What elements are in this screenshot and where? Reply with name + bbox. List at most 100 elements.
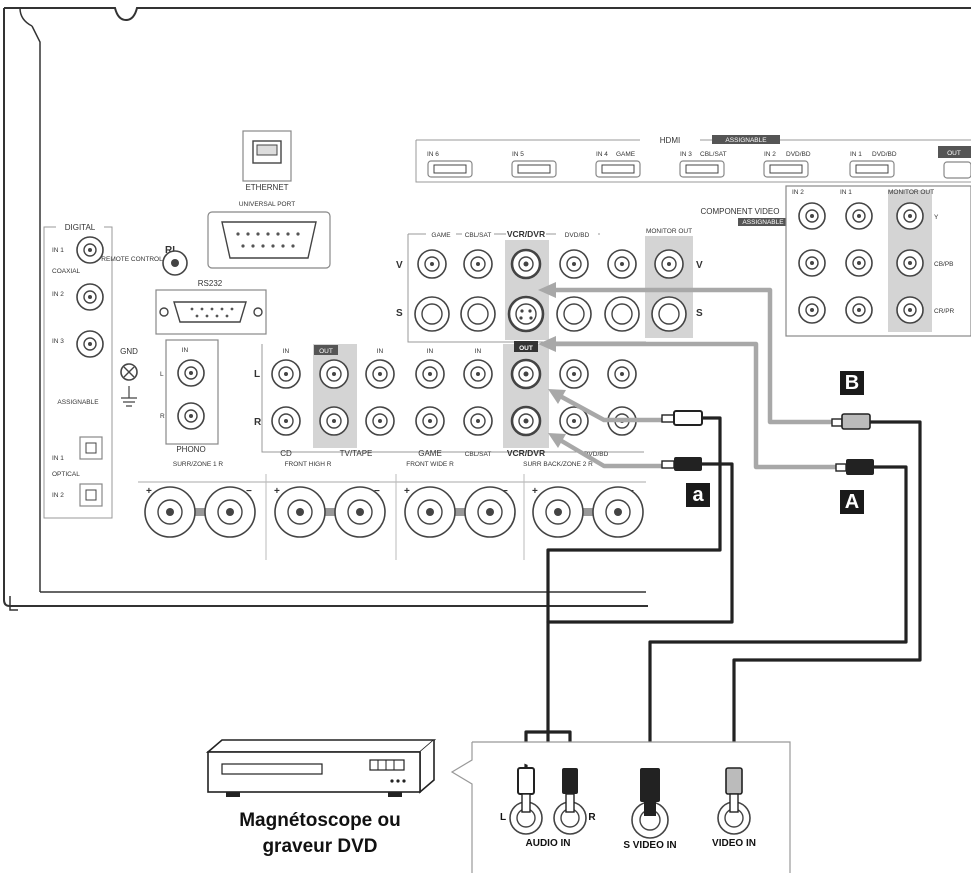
video-group-vcrdvr: VCR/DVR [507, 229, 545, 239]
vcr-out-tag: OUT [519, 345, 533, 352]
arrow-a-audio-l [558, 394, 662, 423]
component-video-section: COMPONENT VIDEO ASSIGNABLE IN 2 IN 1 MON… [701, 185, 971, 337]
composite-video-jacks [417, 248, 684, 280]
ethernet-port: ETHERNET [242, 130, 292, 192]
device-caption-line1: Magnétoscope ou [239, 810, 401, 831]
digital-in2-label: IN 2 [52, 291, 64, 298]
component-video-label: COMPONENT VIDEO [701, 207, 780, 216]
optical-in2-label: IN 2 [52, 492, 64, 499]
audio-group-game: GAME [418, 449, 442, 458]
audio-group-tvtape: TV/TAPE [340, 449, 373, 458]
vcr-device-icon [205, 739, 437, 797]
digital-label: DIGITAL [65, 223, 96, 232]
component-cr-label: CR/PR [934, 308, 955, 315]
phono-in-tag: IN [182, 347, 189, 354]
audio-in-label: AUDIO IN [525, 838, 571, 849]
universal-port: UNIVERSAL PORT [207, 201, 331, 269]
cable-plugs-receiver [661, 410, 874, 475]
audio-group-cblsat: CBL/SAT [465, 451, 492, 458]
audio-cable-l [546, 416, 722, 760]
speaker-label-surr-back: SURR BACK/ZONE 2 R [523, 461, 593, 468]
audio-inputs-section: OUT OUT IN IN IN IN L R CD TV/TAP [254, 341, 644, 458]
video-group-dvdbd: DVD/BD [565, 232, 590, 239]
ethernet-label: ETHERNET [245, 183, 288, 192]
component-in1-label: IN 1 [840, 189, 852, 196]
ri-port: RI REMOTE CONTROL [101, 245, 188, 276]
speaker-label-front-high: FRONT HIGH R [285, 461, 332, 468]
callout-a-small: a [686, 483, 710, 507]
hdmi-out-label: OUT [947, 150, 961, 157]
row-r-label: R [254, 417, 262, 428]
hdmi-in2-label: IN 2 [764, 151, 776, 158]
component-cb-label: CB/PB [934, 261, 954, 268]
hdmi-in6-label: IN 6 [427, 151, 439, 158]
remote-control-label: REMOTE CONTROL [101, 256, 163, 263]
hdmi-section: HDMI ASSIGNABLE IN 6 IN 5 IN 4 GAME IN 3… [415, 135, 971, 183]
hdmi-in4-sub: GAME [616, 151, 636, 158]
hdmi-in3-sub: CBL/SAT [700, 151, 727, 158]
svg-text:+: + [274, 486, 280, 497]
hdmi-in4-label: IN 4 [596, 151, 608, 158]
hdmi-in3-label: IN 3 [680, 151, 692, 158]
component-in2-label: IN 2 [792, 189, 804, 196]
component-y-label: Y [934, 214, 939, 221]
svg-text:+: + [404, 486, 410, 497]
video-cable [732, 420, 922, 774]
svg-text:+: + [532, 486, 538, 497]
rs232-port: RS232 [155, 279, 267, 335]
audio-l-label: L [499, 812, 507, 823]
hdmi-in1-label: IN 1 [850, 151, 862, 158]
s-video-jacks [414, 295, 687, 333]
component-assignable-label: ASSIGNABLE [742, 219, 784, 226]
rs232-label: RS232 [198, 279, 223, 288]
digital-in1-label: IN 1 [52, 247, 64, 254]
audio-cable-r [546, 462, 734, 624]
speaker-terminals: SURR/ZONE 1 R FRONT HIGH R FRONT WIDE R … [138, 461, 646, 560]
tvtape-in-tag: IN [377, 348, 384, 355]
audio-group-cd: CD [280, 449, 292, 458]
cd-in-tag: IN [283, 348, 290, 355]
hdmi-in5-label: IN 5 [512, 151, 524, 158]
speaker-label-surr-zone1: SURR/ZONE 1 R [173, 461, 224, 468]
game-in-tag: IN [427, 348, 434, 355]
digital-in3-label: IN 3 [52, 338, 64, 345]
component-jacks [798, 202, 924, 324]
audio-jacks [271, 358, 637, 437]
row-s-label: S [396, 308, 403, 319]
speaker-posts [144, 486, 644, 538]
callout-a-large: A [840, 490, 864, 514]
optical-label: OPTICAL [52, 471, 80, 478]
phono-inputs: IN L R PHONO [160, 339, 219, 454]
phono-label: PHONO [176, 445, 205, 454]
phono-l-label: L [160, 371, 164, 378]
video-in-label: VIDEO IN [712, 838, 756, 849]
callout-b: B [840, 371, 864, 395]
svg-text:−: − [246, 486, 252, 497]
speaker-label-front-wide: FRONT WIDE R [406, 461, 454, 468]
arrow-a-video [552, 341, 836, 470]
hdmi-in1-sub: DVD/BD [872, 151, 897, 158]
video-inputs-section: GAME CBL/SAT VCR/DVR DVD/BD MONITOR OUT … [396, 228, 703, 343]
video-monitor-out-label: MONITOR OUT [646, 228, 692, 235]
row-s-label-right: S [696, 308, 703, 319]
row-l-label: L [254, 369, 260, 380]
audio-r-label: R [588, 812, 596, 823]
device-jack-panel [450, 741, 791, 873]
assignable-label: ASSIGNABLE [57, 399, 99, 406]
component-monitor-out-label: MONITOR OUT [888, 189, 934, 196]
coaxial-label: COAXIAL [52, 268, 81, 275]
cables [524, 416, 922, 774]
row-v-label: V [396, 260, 403, 271]
arrow-b-svideo [552, 287, 832, 425]
audio-group-vcrdvr: VCR/DVR [507, 448, 545, 458]
hdmi-label: HDMI [660, 136, 680, 145]
hdmi-in2-sub: DVD/BD [786, 151, 811, 158]
device-caption-line2: graveur DVD [262, 836, 378, 857]
hdmi-assignable-label: ASSIGNABLE [725, 137, 767, 144]
video-group-cblsat: CBL/SAT [465, 232, 492, 239]
audio-group-dvdbd: DVD/BD [584, 451, 609, 458]
device-caption: Magnétoscope ou graveur DVD [196, 808, 444, 860]
cblsat-in-tag: IN [475, 348, 482, 355]
ri-label: RI [165, 245, 175, 256]
